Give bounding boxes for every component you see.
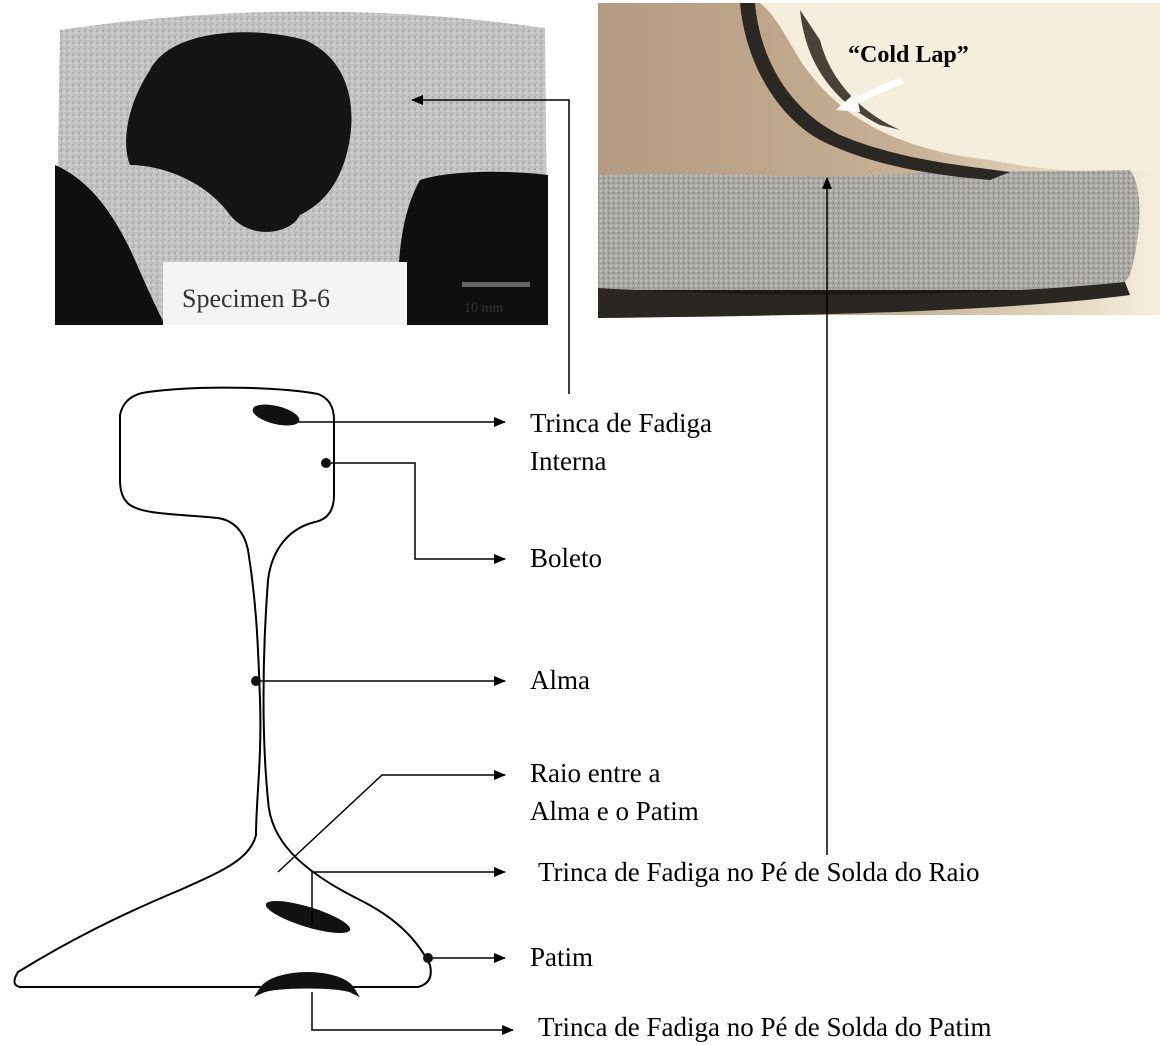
rail-outline: [14, 388, 430, 987]
label-radius-line1: Raio entre a: [530, 755, 660, 791]
web-mark: [251, 676, 261, 686]
leader-weld-toe-foot: [312, 992, 513, 1030]
leader-head: [331, 463, 505, 559]
label-internal-crack-line1: Trinca de Fadiga: [530, 405, 712, 441]
label-foot: Patim: [530, 939, 593, 975]
foot-mark: [423, 953, 433, 963]
leader-weld-toe-radius: [312, 872, 505, 925]
specimen-label: Specimen B-6: [182, 284, 330, 313]
scale-bar: [462, 282, 530, 287]
cold-lap-callout: “Cold Lap”: [848, 42, 969, 68]
label-weld-toe-radius: Trinca de Fadiga no Pé de Solda do Raio: [538, 854, 979, 890]
label-weld-toe-foot: Trinca de Fadiga no Pé de Solda do Patim: [538, 1009, 991, 1045]
label-web: Alma: [530, 662, 590, 698]
photo-cold-lap: “Cold Lap”: [598, 3, 1160, 335]
leader-radius: [278, 775, 505, 872]
label-internal-crack-line2: Interna: [530, 443, 606, 479]
scale-bar-label: 10 mm: [464, 301, 503, 316]
weld-toe-foot-crack-mark: [262, 975, 352, 990]
internal-crack-mark: [251, 400, 302, 429]
photo-specimen-b6: Specimen B-6 10 mm: [55, 3, 549, 325]
label-head: Boleto: [530, 540, 602, 576]
weld-toe-radius-crack-mark: [263, 895, 353, 940]
head-mark: [321, 458, 331, 468]
label-radius-line2: Alma e o Patim: [530, 793, 699, 829]
